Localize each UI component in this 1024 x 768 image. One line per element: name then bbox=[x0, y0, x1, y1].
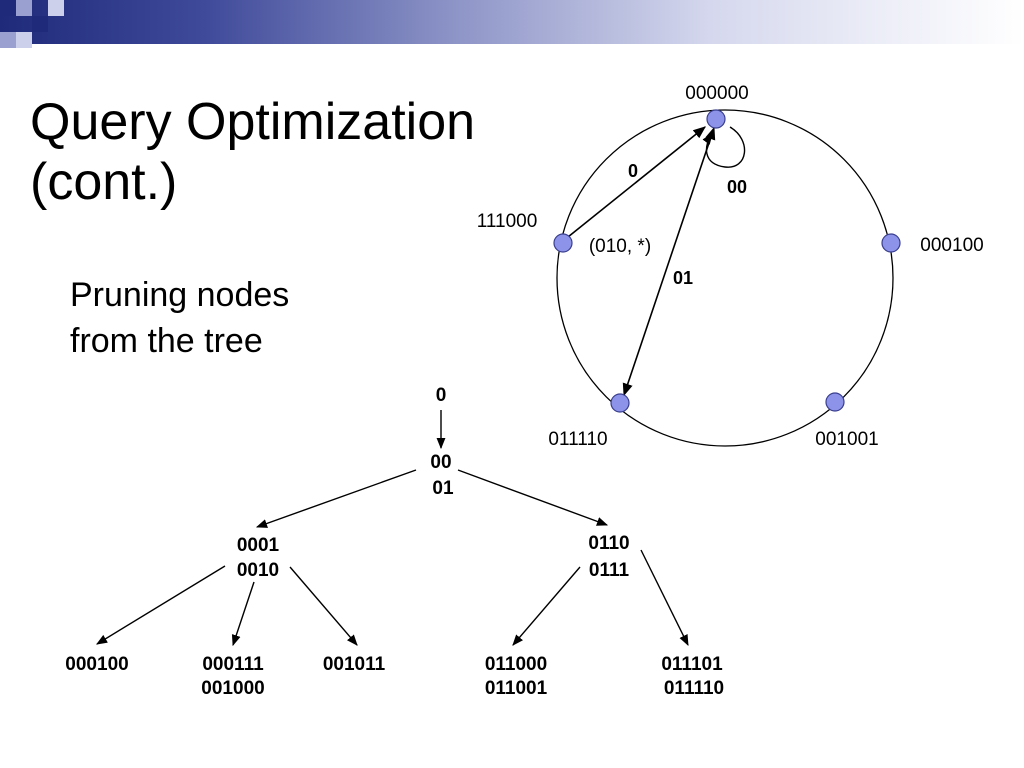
tree-leaf-label: 000111 bbox=[202, 654, 264, 675]
tree-leaf-label: 011101 bbox=[661, 654, 723, 675]
decor-square bbox=[32, 16, 48, 32]
tree-edge bbox=[231, 581, 255, 647]
tree-leaf-label: 001011 bbox=[323, 654, 386, 675]
ring-node-label: 000100 bbox=[920, 235, 983, 256]
edge-label-self-loop: 00 bbox=[727, 177, 747, 197]
pruning-tree: 0 00 01 0001 0010 0110 0111 000100 00011… bbox=[65, 385, 724, 699]
ring-node-111000 bbox=[553, 233, 573, 253]
tree-leaf-label: 001000 bbox=[201, 678, 264, 699]
tree-root-label: 0 bbox=[436, 385, 447, 406]
tree-edge bbox=[457, 469, 609, 526]
tree-leaf-label: 011110 bbox=[664, 678, 724, 699]
ring-node-001001 bbox=[825, 392, 845, 412]
tree-node-label: 00 bbox=[430, 452, 451, 473]
ring-diagram: 000000 000100 001001 011110 111000 (010,… bbox=[477, 83, 984, 450]
tree-leaf-label: 011001 bbox=[485, 678, 548, 699]
title-line-1: Query Optimization bbox=[30, 93, 476, 151]
header-gradient-band bbox=[0, 0, 1024, 44]
edge-111000-to-000000 bbox=[562, 126, 706, 242]
slide-title: Query Optimization (cont.) bbox=[30, 92, 475, 212]
tree-edge bbox=[255, 469, 417, 528]
decor-square bbox=[0, 0, 16, 16]
edge-000000-to-011110 bbox=[622, 126, 716, 397]
ring-node-label: 001001 bbox=[815, 429, 878, 450]
edge-label-to-011110: 01 bbox=[673, 268, 693, 288]
ring-circle bbox=[556, 109, 894, 447]
tree-node-label: 0001 bbox=[237, 535, 280, 556]
decor-square bbox=[0, 32, 16, 48]
query-label: (010, *) bbox=[589, 236, 651, 257]
tree-edge bbox=[289, 566, 358, 646]
ring-node-label: 111000 bbox=[477, 211, 538, 232]
decor-square bbox=[16, 32, 32, 48]
tree-node-label: 0110 bbox=[588, 533, 629, 554]
tree-node-label: 0010 bbox=[237, 560, 279, 581]
tree-edge bbox=[512, 566, 581, 646]
tree-node-label: 01 bbox=[432, 478, 454, 499]
tree-edge bbox=[96, 565, 226, 645]
ring-node-label: 011110 bbox=[548, 429, 607, 450]
edge-label-to-root: 0 bbox=[628, 161, 638, 181]
title-line-2: (cont.) bbox=[30, 153, 178, 211]
slide-subtitle: Pruning nodes from the tree bbox=[70, 272, 289, 364]
subtitle-line-2: from the tree bbox=[70, 322, 263, 360]
decor-square bbox=[48, 0, 64, 16]
tree-edge bbox=[640, 549, 689, 647]
tree-leaf-label: 011000 bbox=[485, 654, 547, 675]
ring-node-011110 bbox=[610, 393, 630, 413]
ring-node-000100 bbox=[881, 233, 901, 253]
decor-square bbox=[16, 0, 32, 16]
ring-node-label: 000000 bbox=[685, 83, 748, 104]
subtitle-line-1: Pruning nodes bbox=[70, 276, 290, 314]
ring-node-000000 bbox=[706, 109, 726, 129]
self-loop-000000 bbox=[702, 126, 746, 168]
tree-leaf-label: 000100 bbox=[65, 654, 128, 675]
tree-node-label: 0111 bbox=[589, 560, 630, 581]
